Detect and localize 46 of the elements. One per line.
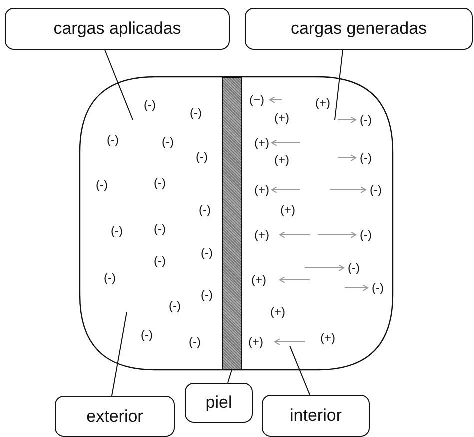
leader-line xyxy=(228,370,232,384)
leader-line xyxy=(104,50,134,120)
callout-box: piel xyxy=(185,383,253,423)
callout-box: cargas generadas xyxy=(245,8,473,50)
charge-label: (-) xyxy=(154,176,166,190)
charge-label: (-) xyxy=(201,288,213,302)
charge-label: (-) xyxy=(162,135,174,149)
charge-label: (-) xyxy=(190,106,202,120)
charge-label: (-) xyxy=(141,328,153,342)
leader-line xyxy=(112,312,128,396)
charge-label: (-) xyxy=(196,150,208,164)
charge-label: (+) xyxy=(254,228,270,242)
leader-line xyxy=(334,50,344,120)
charge-label: (+) xyxy=(270,305,286,319)
callout-box: cargas aplicadas xyxy=(5,8,230,50)
charge-label: (-) xyxy=(154,254,166,268)
charge-label: (-) xyxy=(104,271,116,285)
callout-box: exterior xyxy=(55,396,175,437)
charge-label: (+) xyxy=(316,96,330,110)
leader-line xyxy=(290,346,310,396)
charge-label: (-) xyxy=(201,246,213,260)
skin-strip xyxy=(222,77,242,370)
charge-label: (+) xyxy=(274,111,290,125)
charge-label: (+) xyxy=(254,183,270,197)
charge-label: (-) xyxy=(348,261,360,275)
charge-label: (+) xyxy=(280,203,296,217)
callout-box: interior xyxy=(262,395,370,437)
charge-label: (-) xyxy=(360,228,372,242)
charge-label: (+) xyxy=(320,331,336,345)
charge-label: (-) xyxy=(107,133,119,147)
charge-label: (-) xyxy=(189,335,201,349)
charge-label: (−) xyxy=(250,93,264,107)
charge-label: (-) xyxy=(360,113,372,127)
charge-label: (+) xyxy=(248,335,264,349)
charge-label: (-) xyxy=(360,151,372,165)
charge-label: (-) xyxy=(111,224,123,238)
charge-label: (-) xyxy=(372,281,384,295)
charge-label: (+) xyxy=(252,273,266,287)
charge-label: (+) xyxy=(254,136,270,150)
charge-label: (-) xyxy=(96,178,108,192)
charge-label: (-) xyxy=(199,203,211,217)
charge-label: (-) xyxy=(370,183,382,197)
charge-label: (-) xyxy=(169,299,181,313)
charge-label: (-) xyxy=(154,222,166,236)
charge-label: (+) xyxy=(274,153,290,167)
charge-label: (-) xyxy=(144,98,156,112)
